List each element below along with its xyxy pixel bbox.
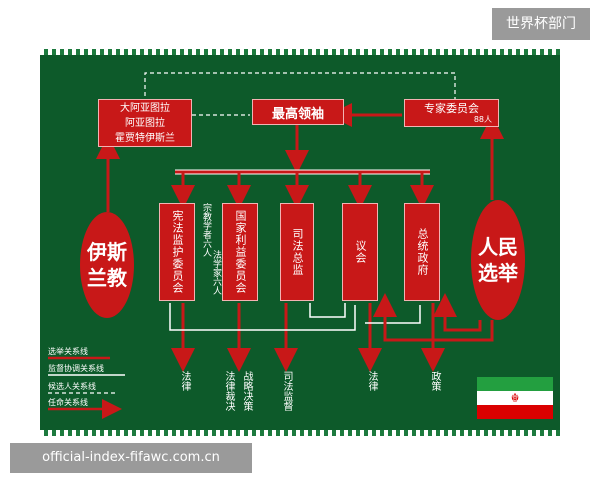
experts-label: 专家委员会 [424, 102, 479, 115]
arrow-people-to-president [433, 293, 482, 332]
watermark-badge: 世界杯部门 [492, 8, 590, 40]
legend-supervision: 监督协调关系线 [48, 364, 104, 373]
guardian-note-clerics: 宗教学者六人 [201, 203, 211, 257]
dashed-line-top [144, 72, 456, 103]
url-badge: official-index-fifawc.com.cn [10, 443, 252, 473]
iran-flag-icon: ☬ [477, 377, 553, 419]
clergy-line-3: 霍贾特伊斯兰 [115, 132, 175, 144]
output-judicial-supervision: 司法监督 [281, 371, 292, 411]
legend-election: 选举关系线 [48, 347, 88, 356]
coord-line-2 [169, 303, 356, 331]
experts-count: 88人 [473, 115, 492, 124]
guardian-note-jurists: 法学家六人 [211, 250, 221, 295]
popular-election-label: 人民选举 [478, 235, 518, 285]
coord-line-1 [309, 303, 346, 318]
output-law-1: 法律 [179, 371, 190, 391]
legend-candidate: 候选人关系线 [48, 382, 96, 391]
output-law-ruling: 法律裁决 [223, 371, 234, 411]
legend-appointment: 任命关系线 [48, 398, 88, 407]
clergy-line-1: 大阿亚图拉 [120, 102, 170, 114]
president-box: 总统政府 [404, 203, 440, 301]
bottom-trim [40, 430, 560, 436]
diagram-board: 大阿亚图拉 阿亚图拉 霍贾特伊斯兰 最高领袖 专家委员会 88人 伊斯兰教 人民… [40, 55, 560, 430]
guardian-council-box: 宪法监护委员会 [159, 203, 195, 301]
islam-label: 伊斯兰教 [87, 240, 127, 290]
output-law-2: 法律 [366, 371, 377, 391]
parliament-box: 议会 [342, 203, 378, 301]
arrow-people-to-parliament [373, 293, 494, 342]
judiciary-box: 司法总监 [280, 203, 314, 301]
islam-oval: 伊斯兰教 [80, 212, 134, 318]
top-trim [40, 49, 560, 55]
coord-line-3 [365, 305, 421, 324]
expediency-council-box: 国家利益委员会 [222, 203, 258, 301]
experts-box: 专家委员会 88人 [404, 99, 499, 127]
clergy-box: 大阿亚图拉 阿亚图拉 霍贾特伊斯兰 [98, 99, 192, 147]
clergy-line-2: 阿亚图拉 [125, 117, 165, 129]
popular-election-oval: 人民选举 [471, 200, 525, 320]
connector-lines [48, 72, 504, 419]
output-strategy: 战略决策 [241, 371, 252, 411]
supreme-leader-box: 最高领袖 [252, 99, 344, 125]
output-policy: 政策 [429, 371, 440, 391]
